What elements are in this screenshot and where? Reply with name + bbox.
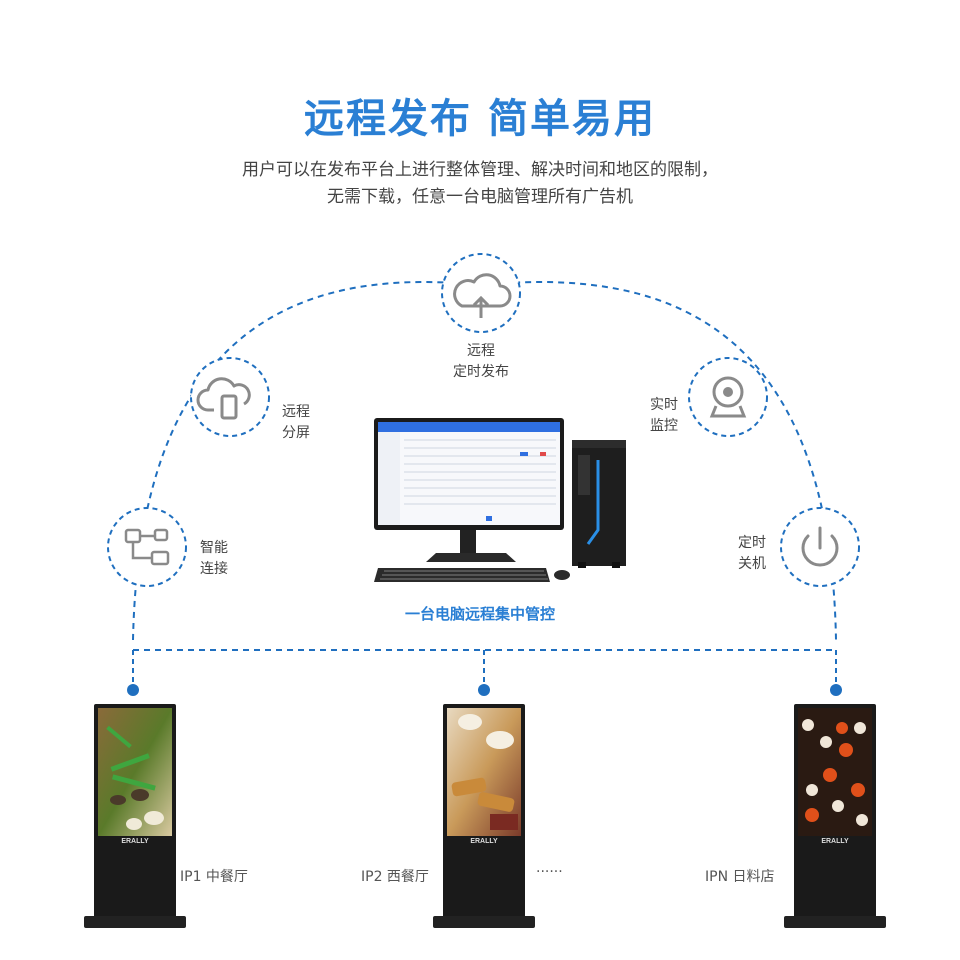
kiosk-3 — [784, 704, 886, 928]
kiosk-3-brand: ERALLY — [821, 838, 849, 845]
feature-label-line2: 关机 — [738, 556, 766, 572]
feature-label-line1: 定时 — [738, 535, 766, 551]
feature-label-line2: 分屏 — [282, 425, 310, 441]
connection-dot-3 — [830, 684, 842, 696]
subtitle-line-1: 用户可以在发布平台上进行整体管理、解决时间和地区的限制， — [242, 160, 718, 180]
computer-tower-icon — [572, 440, 626, 568]
feature-label-line1: 实时 — [650, 397, 678, 413]
kiosk-2-label: IP2 西餐厅 — [361, 869, 429, 885]
cloud-upload-icon — [441, 253, 521, 333]
kiosk-1-label: IP1 中餐厅 — [180, 869, 248, 885]
feature-label-realtime-monitor: 实时 监控 — [634, 395, 694, 437]
kiosk-1 — [84, 704, 186, 928]
kiosk-3-label: IPN 日料店 — [705, 869, 775, 885]
feature-label-remote-split: 远程 分屏 — [266, 402, 326, 444]
network-icon — [107, 507, 187, 587]
center-caption: 一台电脑远程集中管控 — [404, 605, 555, 623]
feature-label-line2: 监控 — [650, 418, 678, 434]
feature-label-timed-shutdown: 定时 关机 — [722, 533, 782, 575]
monitor-icon — [374, 418, 564, 562]
kiosk-2-brand: ERALLY — [470, 838, 498, 845]
feature-label-line1: 远程 — [282, 404, 310, 420]
feature-label-remote-publish: 远程 定时发布 — [436, 341, 526, 383]
connection-dot-1 — [127, 684, 139, 696]
subtitle-line-2: 无需下载，任意一台电脑管理所有广告机 — [327, 187, 633, 207]
webcam-icon — [688, 357, 768, 437]
feature-label-smart-connect: 智能 连接 — [184, 538, 244, 580]
keyboard-icon — [374, 568, 570, 582]
cloud-phone-icon — [190, 357, 270, 437]
ellipsis-more: ······ — [536, 864, 563, 880]
kiosk-1-brand: ERALLY — [121, 838, 149, 845]
power-icon — [780, 507, 860, 587]
connection-dot-2 — [478, 684, 490, 696]
feature-label-line2: 定时发布 — [453, 364, 509, 380]
page-title: 远程发布 简单易用 — [304, 96, 656, 142]
kiosk-2 — [433, 704, 535, 928]
feature-label-line1: 远程 — [467, 343, 495, 359]
feature-label-line1: 智能 — [200, 540, 228, 556]
feature-label-line2: 连接 — [200, 561, 228, 577]
